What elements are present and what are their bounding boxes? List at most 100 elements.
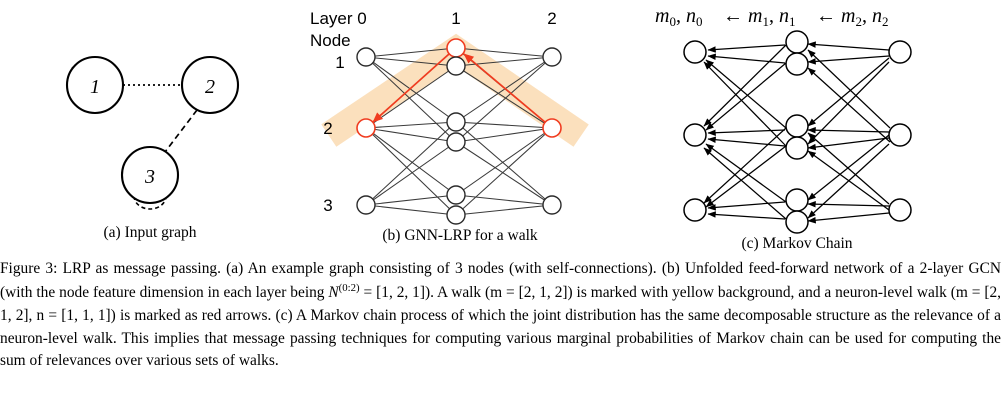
caption-part-b-tail: = [1, 2, 1]). A walk (m = [2, 1, 2]) is … <box>0 283 1001 324</box>
n1-term: n <box>779 5 789 27</box>
neuron-l1-node1-b[interactable] <box>446 56 466 76</box>
markov-arrow <box>807 55 890 65</box>
markov-arrow <box>703 147 787 220</box>
caption-figure-label: Figure 3: <box>0 260 58 277</box>
panel-b-column-label-1: 1 <box>451 9 460 28</box>
markov-node-l1-1b[interactable] <box>785 52 809 76</box>
graph-node-1-circle[interactable] <box>65 55 125 115</box>
edge-b <box>455 194 553 206</box>
markov-arrow <box>807 137 890 151</box>
markov-node-l1-2a[interactable] <box>785 114 809 138</box>
edge-b <box>365 47 457 58</box>
panel-a-edges <box>123 84 198 153</box>
graph-node-3[interactable]: 3 <box>120 145 180 205</box>
markov-arrow <box>707 44 786 53</box>
neuron-l1-node3-b[interactable] <box>446 205 466 225</box>
markov-arrow <box>807 212 890 224</box>
edge-b <box>365 56 457 123</box>
panel-b-row-label-1: 1 <box>335 53 344 72</box>
markov-arrow <box>807 67 891 143</box>
graph-node-1-label: 1 <box>90 76 100 98</box>
panel-b-svg: Layer 0 Node 1 2 1 2 3 (b) GNN-LRP for a… <box>310 9 589 244</box>
panel-c-markov-chain: m0, n0 ← m1, n1 ← m2, n2 <box>630 0 1001 255</box>
graph-node-2-circle[interactable] <box>180 55 240 115</box>
edge-b <box>455 127 553 143</box>
graph-node-3-label: 3 <box>144 166 155 188</box>
n0-sub: 0 <box>696 14 703 29</box>
markov-arrow <box>703 61 787 147</box>
panel-a-sublabel: (a) Input graph <box>104 224 197 241</box>
neuron-l2-node2-highlighted[interactable] <box>542 118 562 138</box>
n2-term: n <box>872 5 882 27</box>
edge-b <box>365 127 457 216</box>
markov-arrow <box>807 49 891 129</box>
markov-arrow <box>707 129 786 136</box>
figure-panels-row: 1 2 3 (a) Input graph <box>0 0 1001 255</box>
markov-arrow <box>703 127 787 204</box>
markov-node-l2-3[interactable] <box>888 198 912 222</box>
panel-b-row-label-2: 2 <box>323 119 332 138</box>
markov-node-l0-1[interactable] <box>683 40 707 64</box>
m0-sub: 0 <box>669 14 676 29</box>
edge-b <box>365 56 457 67</box>
m2-term: m <box>841 5 855 27</box>
graph-node-3-circle[interactable] <box>120 145 180 205</box>
edge-b <box>455 121 553 129</box>
edge-b <box>365 121 457 129</box>
arrow-2: ← <box>816 5 836 27</box>
panel-b-nodes <box>356 38 562 225</box>
neuron-l0-node2-highlighted[interactable] <box>356 118 376 138</box>
self-loop-node-3 <box>133 195 167 210</box>
neuron-l0-node1[interactable] <box>356 47 376 67</box>
markov-arrow <box>807 126 890 134</box>
edge-b <box>365 56 457 143</box>
panel-c-header-formula: m0, n0 ← m1, n1 ← m2, n2 <box>655 5 888 29</box>
markov-arrow <box>705 59 787 129</box>
edge-b <box>365 121 457 206</box>
caption-math-N-superscript: (0:2) <box>338 281 360 294</box>
n2-sub: 2 <box>882 14 889 29</box>
panel-b-gnn-lrp: Layer 0 Node 1 2 1 2 3 (b) GNN-LRP for a… <box>300 0 630 255</box>
panel-b-sublabel: (b) GNN-LRP for a walk <box>382 227 537 244</box>
neuron-l2-node1[interactable] <box>542 47 562 67</box>
markov-node-l1-3b[interactable] <box>785 210 809 234</box>
caption-title: LRP as message passing. <box>62 260 221 277</box>
markov-arrow <box>807 57 890 127</box>
caption-part-c: (c) A Markov chain process of which the … <box>0 306 1001 370</box>
neuron-l1-node3-a[interactable] <box>446 185 466 205</box>
markov-node-l1-3a[interactable] <box>785 188 809 212</box>
markov-node-l2-2[interactable] <box>888 123 912 147</box>
markov-arrow <box>707 136 786 147</box>
markov-arrow <box>705 145 787 208</box>
markov-arrow <box>705 62 787 131</box>
edge-b <box>455 47 553 58</box>
markov-arrow <box>807 134 890 201</box>
neuron-walk-arrows <box>372 53 553 129</box>
markov-arrow <box>703 44 787 127</box>
figure-caption: Figure 3: LRP as message passing. (a) An… <box>0 258 1001 373</box>
markov-node-l2-1[interactable] <box>888 40 912 64</box>
neuron-l1-node2-b[interactable] <box>446 132 466 152</box>
markov-arrow <box>807 41 890 51</box>
markov-arrow <box>707 53 786 64</box>
neuron-l1-node2-a[interactable] <box>446 112 466 132</box>
markov-node-l1-2b[interactable] <box>785 136 809 160</box>
edge-b <box>455 204 553 216</box>
graph-node-1[interactable]: 1 <box>65 55 125 115</box>
neuron-l1-node1-a-highlighted[interactable] <box>446 38 466 58</box>
markov-node-l1-1a[interactable] <box>785 30 809 54</box>
markov-arrow <box>807 132 890 205</box>
panel-a-input-graph: 1 2 3 (a) Input graph <box>0 0 330 255</box>
markov-node-l0-2[interactable] <box>683 123 707 147</box>
edge-b <box>365 141 457 206</box>
graph-node-2[interactable]: 2 <box>180 55 240 115</box>
m2-sub: 2 <box>855 14 862 29</box>
neuron-l2-node3[interactable] <box>542 195 562 215</box>
markov-node-l0-3[interactable] <box>683 198 707 222</box>
markov-arrow <box>807 143 890 219</box>
markov-arrow <box>705 143 787 203</box>
n0-term: n <box>686 5 696 27</box>
neuron-l0-node3[interactable] <box>356 195 376 215</box>
panel-b-node-label: Node <box>310 31 351 50</box>
